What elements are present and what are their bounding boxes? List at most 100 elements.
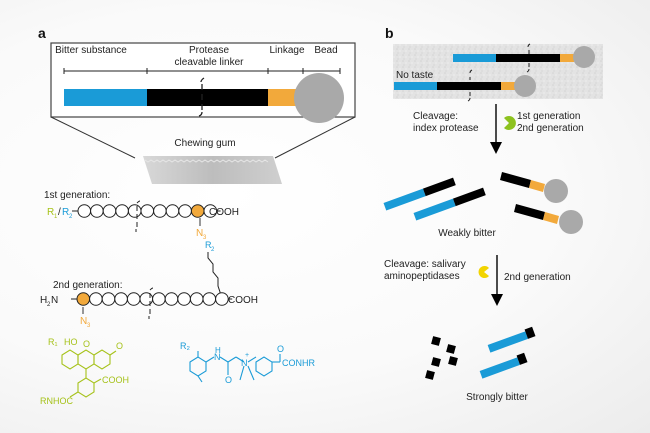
weakly-bitter-label: Weakly bitter <box>438 228 496 239</box>
amino-acid-residue <box>139 292 154 306</box>
r2-structure <box>189 351 281 383</box>
gen1-azide: N <box>196 228 203 239</box>
label-protease-line2: cleavable linker <box>175 57 245 68</box>
r1-ring-o: O <box>83 339 90 349</box>
amino-acid-residue <box>202 292 217 306</box>
aminopeptidase-icon <box>478 266 489 279</box>
gen2-sidechain <box>207 252 221 297</box>
r1-label: R₁ <box>48 337 58 347</box>
gen2-left-group: H 2 N <box>40 295 58 308</box>
amino-acid-residue <box>165 204 180 218</box>
free-bitter-2 <box>479 352 528 379</box>
r2-amide-o: O <box>225 375 232 385</box>
panel-a-label: a <box>38 25 46 41</box>
gen-line2: 2nd generation <box>517 123 584 134</box>
fragment-linker-bead-2 <box>514 204 583 234</box>
amino-acid-residue <box>77 204 92 218</box>
zoom-line-right <box>274 116 356 159</box>
gen1-cooh: COOH <box>209 207 239 218</box>
gen2-peptide-chain <box>71 292 233 306</box>
gen1-r2: R <box>62 207 69 218</box>
r2-label: R₂ <box>180 341 190 351</box>
gen1-cleavage-site <box>135 200 141 232</box>
gen2-azide-sub: 3 <box>87 323 91 329</box>
linkage-segment <box>268 89 298 106</box>
r2-ammonium-n: N <box>241 358 248 368</box>
linker-segment <box>147 89 268 106</box>
gen2-only-label: 2nd generation <box>504 272 571 283</box>
amino-acid-residue <box>164 292 179 306</box>
chewing-gum-label: Chewing gum <box>174 138 235 149</box>
chewing-gum-stick <box>143 156 282 184</box>
gen2-azide: N <box>80 316 87 327</box>
r1-rnhoc: RNHOC <box>40 396 73 406</box>
gen2-sidechain-r-sub: 2 <box>211 247 215 253</box>
r2-keto-o: O <box>277 344 284 354</box>
r1-ho: HO <box>64 337 78 347</box>
label-bitter-substance: Bitter substance <box>55 45 127 56</box>
gen1-peptide-chain <box>72 204 221 218</box>
gen1-azide-sub: 3 <box>203 235 207 241</box>
gen1-title: 1st generation: <box>44 190 110 201</box>
amino-acid-residue <box>178 204 192 218</box>
arrow-2-head <box>491 294 503 306</box>
gen2-h-sub: 2 <box>47 302 51 308</box>
gen2-h: H <box>40 295 47 306</box>
amino-acid-residue <box>101 292 116 306</box>
amino-acid-residue <box>89 292 103 306</box>
gen2-cooh: COOH <box>228 295 258 306</box>
r2-nh-n: N <box>214 352 221 362</box>
gen2-n: N <box>51 295 58 306</box>
r2-plus: + <box>245 352 249 359</box>
gen2-title: 2nd generation: <box>53 280 123 291</box>
fragment-bitter-linker-1 <box>383 177 456 211</box>
amino-acid-residue <box>126 292 141 306</box>
arrow-1-head <box>490 142 502 154</box>
amino-acid-residue <box>127 204 142 218</box>
bitter-segment <box>64 89 147 106</box>
amino-acid-residue <box>102 204 117 218</box>
bead <box>294 73 344 123</box>
no-taste-label: No taste <box>396 70 434 81</box>
cleavage-site-marker <box>198 77 205 117</box>
cleavage2-line1: Cleavage: salivary <box>384 259 466 270</box>
amino-acid-residue <box>140 204 155 218</box>
gum-construct-1 <box>453 43 595 73</box>
amino-acid-residue <box>152 292 166 306</box>
amino-acid-residue <box>215 292 229 306</box>
gen2-cleavage-site <box>148 287 154 319</box>
released-amino-acids <box>425 336 458 380</box>
cleavage1-line2: index protease <box>413 123 479 134</box>
fragment-linker-bead-1 <box>500 172 568 203</box>
strongly-bitter-label: Strongly bitter <box>466 392 528 403</box>
gen1-r1: R <box>47 207 54 218</box>
panel-b-label: b <box>385 25 394 41</box>
r2-nh-h: H <box>215 346 221 355</box>
label-linkage: Linkage <box>269 45 304 56</box>
gen2-sidechain-r: R <box>205 240 212 250</box>
cleavage2-line2: aminopeptidases <box>384 271 460 282</box>
gen1-left-group: R 1 / R 2 <box>47 207 73 220</box>
label-bead: Bead <box>314 45 337 56</box>
amino-acid-residue <box>115 204 129 218</box>
free-bitter-1 <box>487 326 536 353</box>
index-protease-icon <box>504 116 516 130</box>
gum-construct-2 <box>394 69 536 102</box>
r1-ketone-o: O <box>116 341 123 351</box>
gen1-slash: / <box>58 207 61 218</box>
gen1-r1-sub: 1 <box>54 214 58 220</box>
r1-cooh: COOH <box>102 375 129 385</box>
azido-amino-acid <box>76 292 91 306</box>
amino-acid-residue <box>177 292 191 306</box>
fragment-bitter-linker-2 <box>413 187 486 221</box>
azido-amino-acid <box>190 204 205 218</box>
zoom-line-left <box>50 116 136 159</box>
r1-structure <box>61 349 117 398</box>
dimension-line <box>63 68 341 74</box>
label-protease-line1: Protease <box>189 45 229 56</box>
amino-acid-residue <box>90 204 104 218</box>
amino-acid-residue <box>114 292 128 306</box>
amino-acid-residue <box>189 292 204 306</box>
